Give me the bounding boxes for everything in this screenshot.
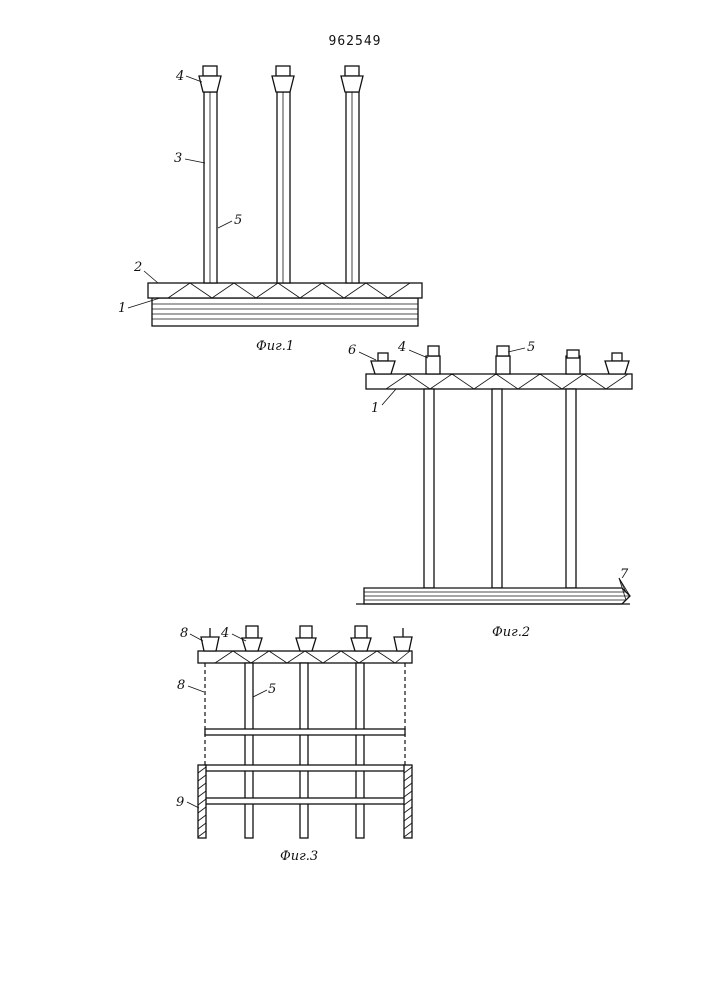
fig3-label-8-side: 8 [177, 678, 185, 693]
fig3-label-8-top: 8 [180, 626, 188, 641]
figure-2: 6 4 5 1 7 Фиг.2 [348, 340, 632, 640]
fig1-truss [148, 283, 422, 298]
fig3-label-5: 5 [268, 682, 276, 697]
fig2-base-stack [356, 588, 630, 604]
fig1-label-4: 4 [175, 69, 184, 84]
fig2-label-6: 6 [348, 343, 356, 358]
fig2-label-4: 4 [397, 340, 406, 355]
fig3-truss [198, 651, 412, 663]
fig3-jacks [201, 626, 412, 651]
fig1-columns [199, 66, 363, 283]
fig3-label-4: 4 [220, 626, 229, 641]
patent-number: 962549 [329, 34, 382, 49]
fig1-base-stack [152, 298, 418, 326]
figure-1: 4 3 5 2 1 Фиг.1 [118, 66, 422, 354]
fig1-label-2: 2 [133, 260, 142, 275]
fig1-label-5: 5 [234, 213, 242, 228]
fig1-label-3: 3 [174, 151, 182, 166]
fig1-caption: Фиг.1 [256, 339, 294, 354]
fig2-label-5: 5 [527, 340, 535, 355]
fig1-label-1: 1 [118, 301, 126, 316]
fig2-label-1: 1 [371, 401, 379, 416]
fig3-label-9: 9 [176, 795, 184, 810]
fig3-caption: Фиг.3 [280, 849, 318, 864]
fig2-truss [366, 374, 632, 389]
fig2-label-7: 7 [620, 567, 629, 582]
fig2-caption: Фиг.2 [492, 625, 530, 640]
fig3-columns [245, 663, 364, 838]
figure-3: 8 4 8 5 9 Фиг.3 [176, 626, 412, 864]
